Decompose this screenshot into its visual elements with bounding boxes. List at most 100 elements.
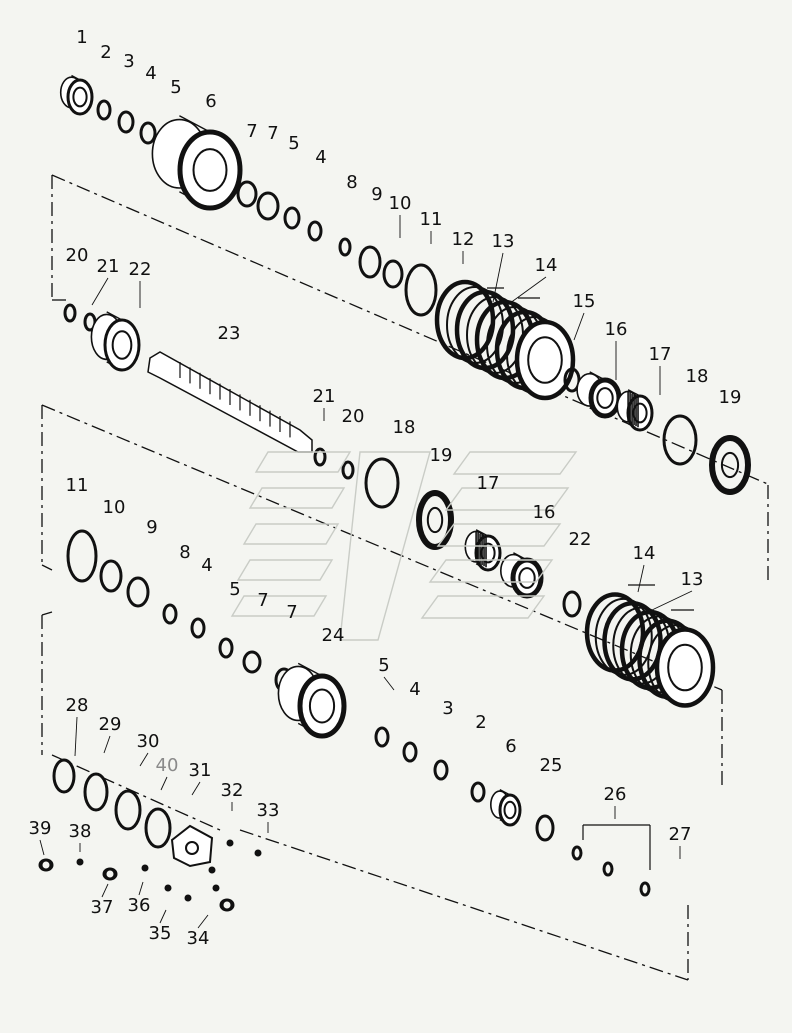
callout-21: 21 xyxy=(312,386,336,407)
part-dot xyxy=(141,864,149,872)
callout-11: 11 xyxy=(419,209,443,230)
part-ring xyxy=(433,759,449,781)
callout-14: 14 xyxy=(632,543,656,564)
watermark-logo xyxy=(230,451,578,641)
callout-20: 20 xyxy=(65,245,89,266)
callout-10: 10 xyxy=(388,193,412,214)
callout-7: 7 xyxy=(267,123,279,144)
callout-7: 7 xyxy=(246,121,258,142)
callout-7: 7 xyxy=(286,602,298,623)
callout-19: 19 xyxy=(429,445,453,466)
part-ring xyxy=(190,617,206,639)
callout-25: 25 xyxy=(539,755,563,776)
callout-24: 24 xyxy=(321,625,345,646)
part-ring xyxy=(364,457,400,509)
part-ring xyxy=(639,881,651,897)
callout-5: 5 xyxy=(378,655,390,676)
part-ring xyxy=(256,191,280,221)
callout-3: 3 xyxy=(442,698,454,719)
callout-4: 4 xyxy=(145,63,157,84)
callout-6: 6 xyxy=(505,736,517,757)
callout-21: 21 xyxy=(96,256,120,277)
part-drum xyxy=(151,115,243,211)
callout-39: 39 xyxy=(28,818,52,839)
callout-6: 6 xyxy=(205,91,217,112)
part-ring xyxy=(402,741,418,763)
callout-9: 9 xyxy=(371,184,383,205)
center-line xyxy=(51,754,221,831)
callout-17: 17 xyxy=(648,344,672,365)
part-ring xyxy=(307,220,323,242)
callout-9: 9 xyxy=(146,517,158,538)
part-cover xyxy=(170,824,214,868)
part-ring xyxy=(341,460,355,480)
part-ring xyxy=(404,263,438,317)
part-dot xyxy=(184,894,192,902)
leader-line xyxy=(573,312,585,341)
callout-37: 37 xyxy=(90,897,114,918)
callout-1: 1 xyxy=(76,27,88,48)
callout-30: 30 xyxy=(136,731,160,752)
part-dot xyxy=(226,839,234,847)
callout-22: 22 xyxy=(568,529,592,550)
center-line xyxy=(239,829,689,981)
leader-line xyxy=(138,881,144,896)
leader-line xyxy=(383,676,395,691)
part-ring xyxy=(358,245,382,279)
callout-4: 4 xyxy=(315,147,327,168)
callout-8: 8 xyxy=(179,542,191,563)
callout-13: 13 xyxy=(491,231,515,252)
part-ring xyxy=(313,447,327,467)
callout-5: 5 xyxy=(229,579,241,600)
callout-26: 26 xyxy=(603,784,627,805)
main-shaft xyxy=(147,351,313,453)
part-ring xyxy=(144,807,172,849)
callout-18: 18 xyxy=(392,417,416,438)
callout-16: 16 xyxy=(604,319,628,340)
callout-8: 8 xyxy=(346,172,358,193)
callout-12: 12 xyxy=(451,229,475,250)
callout-29: 29 xyxy=(98,714,122,735)
callout-5: 5 xyxy=(288,133,300,154)
part-ring xyxy=(99,559,123,593)
part-drum xyxy=(500,552,544,599)
callout-36: 36 xyxy=(127,895,151,916)
callout-33: 33 xyxy=(256,800,280,821)
callout-38: 38 xyxy=(68,821,92,842)
callout-23: 23 xyxy=(217,323,241,344)
callout-5: 5 xyxy=(170,77,182,98)
leader-line xyxy=(39,839,45,856)
part-ring xyxy=(96,99,112,121)
leader-line xyxy=(139,752,149,767)
part-drum xyxy=(277,662,347,739)
callout-2: 2 xyxy=(100,42,112,63)
leader-line xyxy=(197,914,209,929)
part-ring xyxy=(117,110,135,134)
callout-15: 15 xyxy=(572,291,596,312)
part-dot xyxy=(254,849,262,857)
part-ring xyxy=(66,529,98,583)
callout-3: 3 xyxy=(123,51,135,72)
leader-line xyxy=(91,277,109,306)
part-ring xyxy=(338,237,352,257)
leader-line xyxy=(103,735,111,754)
callout-18: 18 xyxy=(685,366,709,387)
callout-20: 20 xyxy=(341,406,365,427)
part-bear xyxy=(59,74,94,116)
part-disc xyxy=(416,490,454,550)
callout-31: 31 xyxy=(188,760,212,781)
callout-13: 13 xyxy=(680,569,704,590)
part-ring xyxy=(283,206,301,230)
center-line xyxy=(41,611,53,616)
part-ring xyxy=(126,576,150,608)
callout-11: 11 xyxy=(65,475,89,496)
callout-16: 16 xyxy=(532,502,556,523)
callout-32: 32 xyxy=(220,780,244,801)
callout-2: 2 xyxy=(475,712,487,733)
callout-7: 7 xyxy=(257,590,269,611)
callout-17: 17 xyxy=(476,473,500,494)
part-ring xyxy=(236,180,258,208)
part-ring xyxy=(83,772,109,812)
